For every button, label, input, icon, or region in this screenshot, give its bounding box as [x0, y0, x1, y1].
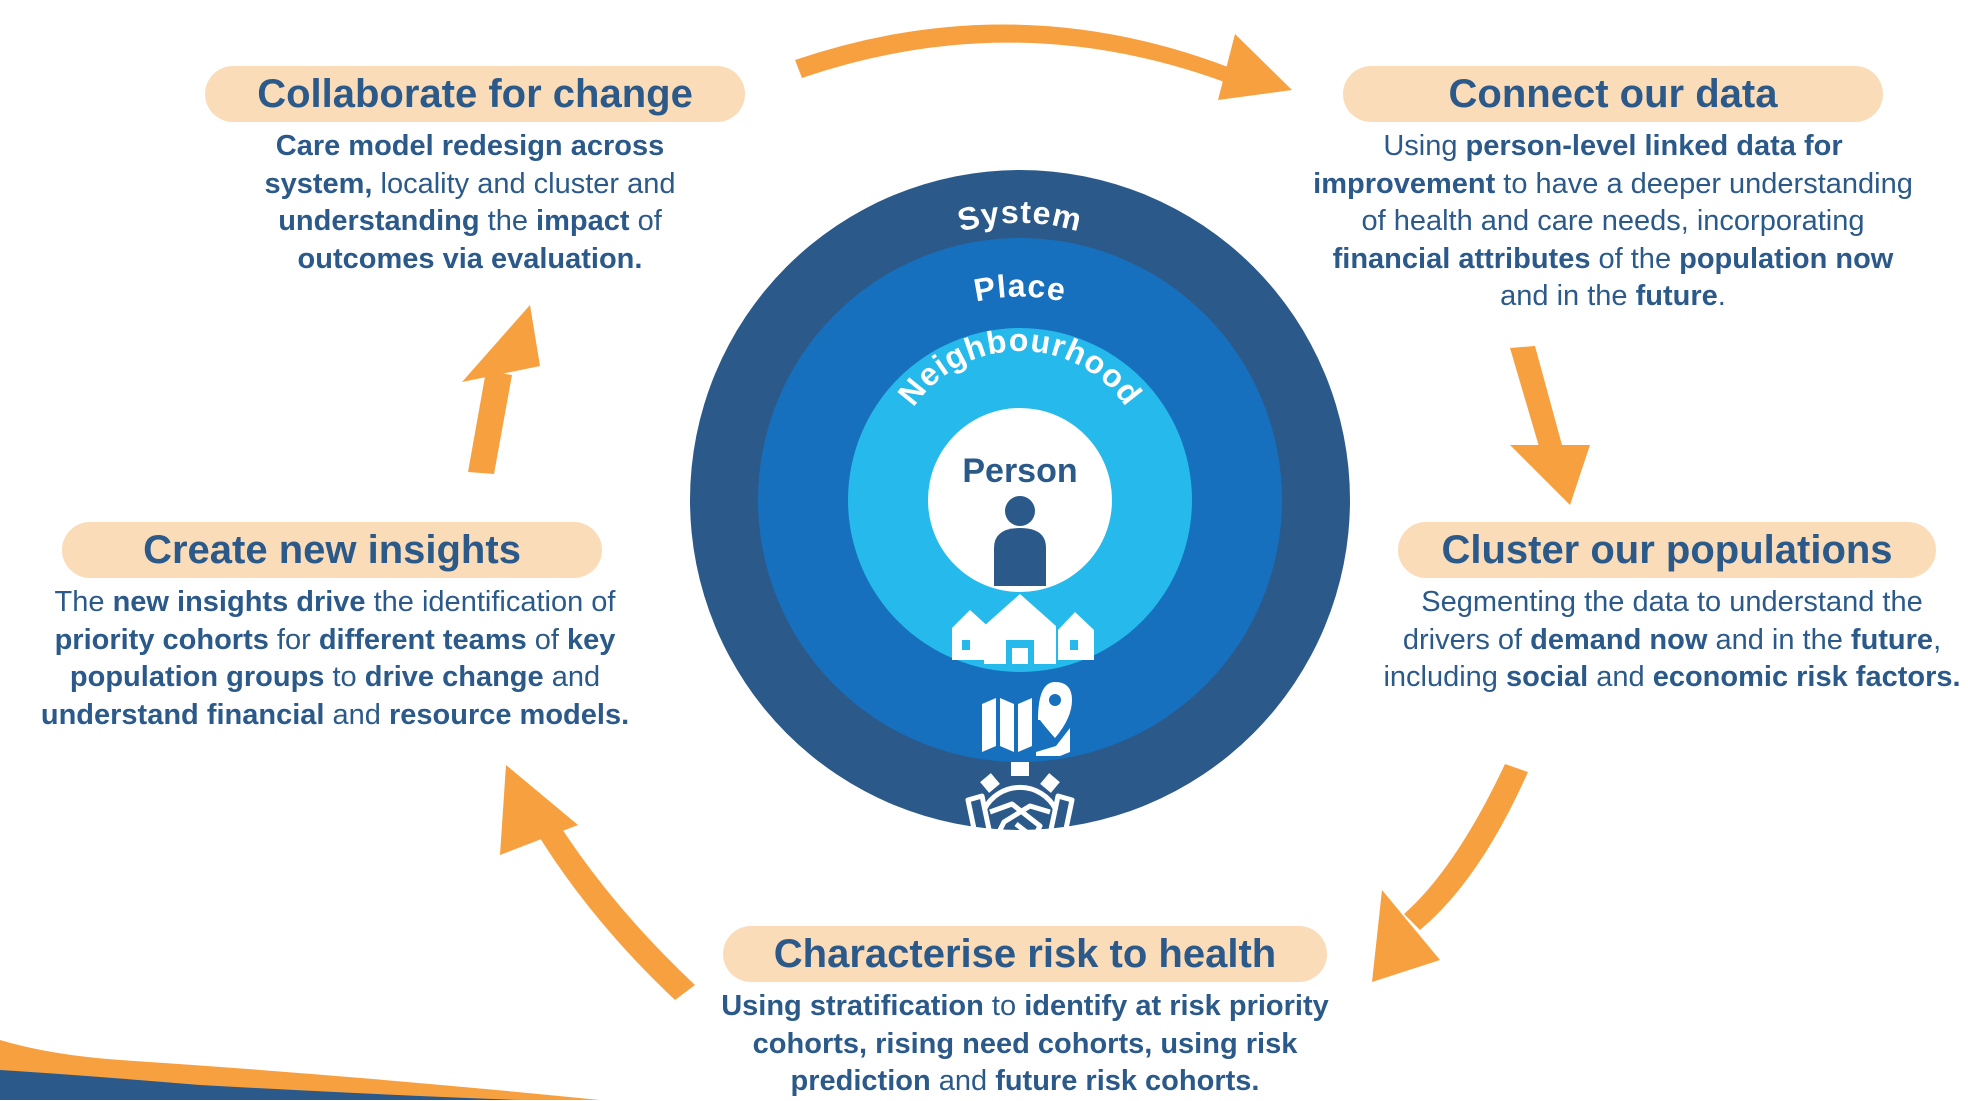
desc-segment: understanding: [278, 205, 480, 237]
gear-handshake-icon: [965, 762, 1075, 867]
desc-segment: key population groups: [69, 623, 616, 694]
desc-segment: of: [526, 623, 568, 656]
step-title-collaborate: Collaborate for change: [205, 66, 745, 122]
desc-segment: economic risk factors.: [1652, 661, 1961, 693]
desc-segment: the identification of: [365, 586, 624, 618]
arrow-lower-left: [500, 765, 695, 1000]
arrow-top: [795, 24, 1292, 100]
step-desc-insights: The new insights drive the identificatio…: [5, 584, 665, 734]
desc-segment: and in the: [1500, 242, 1902, 312]
arrow-left: [462, 305, 540, 474]
desc-segment: outcomes via evaluation.: [297, 242, 643, 275]
desc-segment: Using: [1383, 130, 1466, 162]
desc-segment: Using stratification: [721, 990, 984, 1022]
desc-segment: resource models.: [388, 698, 630, 731]
desc-segment: person-level linked data for improvement: [1313, 130, 1843, 200]
step-desc-collaborate: Care model redesign across system, local…: [230, 128, 710, 278]
desc-segment: new insights drive: [112, 586, 366, 618]
desc-segment: identify at risk priority cohorts, risin…: [752, 990, 1329, 1097]
desc-segment: and: [543, 661, 609, 693]
desc-segment: , including: [1383, 623, 1950, 694]
desc-segment: to have a deeper understanding of health…: [1361, 167, 1921, 238]
desc-segment: of the: [1590, 242, 1680, 275]
desc-segment: and: [1588, 661, 1653, 693]
desc-segment: different teams: [318, 623, 527, 656]
step-title-connect: Connect our data: [1343, 66, 1883, 122]
step-title-insights: Create new insights: [62, 522, 602, 578]
desc-segment: impact: [536, 205, 630, 237]
step-desc-connect: Using person-level linked data for impro…: [1310, 128, 1916, 316]
desc-segment: population now: [1679, 242, 1894, 275]
desc-segment: and: [930, 1065, 996, 1097]
desc-segment: .: [1717, 280, 1726, 312]
desc-segment: for: [268, 623, 319, 656]
person-icon: [994, 496, 1046, 586]
houses-icon: [952, 594, 1094, 664]
step-desc-characterise: Using stratification to identify at risk…: [700, 988, 1350, 1101]
desc-segment: social: [1505, 661, 1589, 693]
corner-swoosh: [0, 1040, 600, 1100]
arrow-right: [1510, 346, 1590, 505]
desc-segment: the: [479, 205, 537, 237]
cycle-arrows: [462, 24, 1590, 1000]
step-title-cluster: Cluster our populations: [1398, 522, 1936, 578]
arrow-lower-right: [1372, 764, 1528, 982]
desc-segment: locality and cluster and: [372, 167, 684, 200]
desc-segment: to: [983, 990, 1025, 1022]
step-title-characterise: Characterise risk to health: [723, 926, 1327, 982]
desc-segment: and: [324, 698, 389, 731]
desc-segment: future: [1635, 280, 1718, 312]
ring-label-person: Person: [962, 452, 1077, 490]
desc-segment: and in the: [1707, 623, 1851, 656]
desc-segment: The: [54, 586, 113, 618]
desc-segment: future: [1850, 623, 1934, 656]
desc-segment: priority cohorts: [54, 623, 269, 656]
ring-label-place: Place: [971, 268, 1069, 309]
desc-segment: financial attributes: [1332, 242, 1591, 275]
desc-segment: drive change: [364, 661, 544, 693]
map-pin-icon: [982, 682, 1072, 756]
desc-segment: of: [629, 205, 670, 237]
desc-segment: demand now: [1530, 623, 1708, 656]
desc-segment: understand financial: [40, 698, 325, 731]
desc-segment: to: [324, 661, 365, 693]
desc-segment: future risk cohorts.: [995, 1065, 1260, 1097]
step-desc-cluster: Segmenting the data to understand the dr…: [1382, 584, 1962, 697]
desc-segment: Segmenting the data to understand the dr…: [1402, 586, 1931, 656]
desc-segment: Care model redesign across system,: [264, 130, 665, 200]
